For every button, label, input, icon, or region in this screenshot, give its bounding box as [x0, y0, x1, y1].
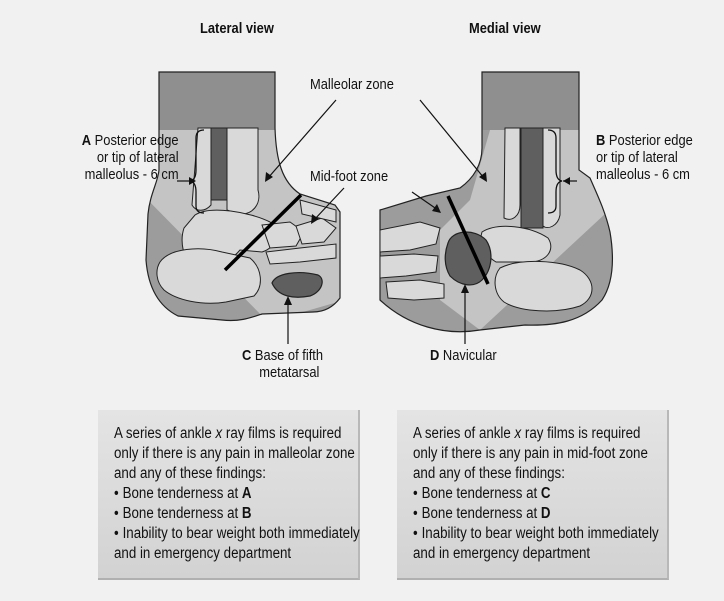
- point-a-line1: Posterior edge: [95, 132, 179, 149]
- lateral-foot-drawing: [140, 60, 350, 344]
- point-b-letter: B: [596, 132, 605, 149]
- point-c-line2: metatarsal: [242, 364, 323, 381]
- medial-calcaneus-bone: [495, 261, 592, 311]
- lateral-malleolus-highlight: [211, 128, 227, 200]
- lateral-calcaneus-bone: [157, 249, 260, 303]
- malleolar-zone-label: Malleolar zone: [310, 76, 394, 93]
- malleolar-rule-line1: A series of ankle x ray films is require…: [114, 424, 398, 444]
- point-a-line3: malleolus - 6 cm: [82, 166, 179, 183]
- point-d-label: D Navicular: [430, 347, 497, 364]
- list-item: Inability to bear weight both immediatel…: [413, 524, 697, 564]
- midfoot-rule-line1: A series of ankle x ray films is require…: [413, 424, 697, 444]
- midfoot-rule-line2: only if there is any pain in mid-foot zo…: [413, 444, 697, 464]
- point-b-line3: malleolus - 6 cm: [596, 166, 693, 183]
- point-b-line1: Posterior edge: [609, 132, 693, 149]
- malleolar-rule-line3: and any of these findings:: [114, 464, 398, 484]
- malleolar-findings-list: Bone tenderness at A Bone tenderness at …: [114, 484, 398, 564]
- midfoot-rule-line3: and any of these findings:: [413, 464, 697, 484]
- point-a-line2: or tip of lateral: [82, 149, 179, 166]
- point-c-letter: C: [242, 347, 251, 364]
- point-a-letter: A: [82, 132, 91, 149]
- malleolar-rule-box: A series of ankle x ray films is require…: [98, 410, 360, 580]
- lateral-view-title: Lateral view: [200, 20, 274, 37]
- point-b-label: B Posterior edge or tip of lateral malle…: [596, 132, 693, 183]
- midfoot-rule-box: A series of ankle x ray films is require…: [397, 410, 669, 580]
- medial-foot-drawing: [370, 60, 620, 344]
- point-d-line1: Navicular: [443, 347, 497, 364]
- medial-malleolus-highlight: [521, 128, 543, 228]
- midfoot-zone-label: Mid-foot zone: [310, 168, 388, 185]
- point-d-letter: D: [430, 347, 439, 364]
- midfoot-findings-list: Bone tenderness at C Bone tenderness at …: [413, 484, 697, 564]
- list-item: Bone tenderness at D: [413, 504, 697, 524]
- list-item: Bone tenderness at A: [114, 484, 398, 504]
- list-item: Bone tenderness at B: [114, 504, 398, 524]
- point-a-label: A Posterior edge or tip of lateral malle…: [82, 132, 179, 183]
- point-b-line2: or tip of lateral: [596, 149, 693, 166]
- medial-view-title: Medial view: [469, 20, 541, 37]
- point-c-label: C Base of fifth metatarsal: [242, 347, 323, 381]
- malleolar-rule-line2: only if there is any pain in malleolar z…: [114, 444, 398, 464]
- point-c-line1: Base of fifth: [255, 347, 323, 364]
- list-item: Inability to bear weight both immediatel…: [114, 524, 398, 564]
- list-item: Bone tenderness at C: [413, 484, 697, 504]
